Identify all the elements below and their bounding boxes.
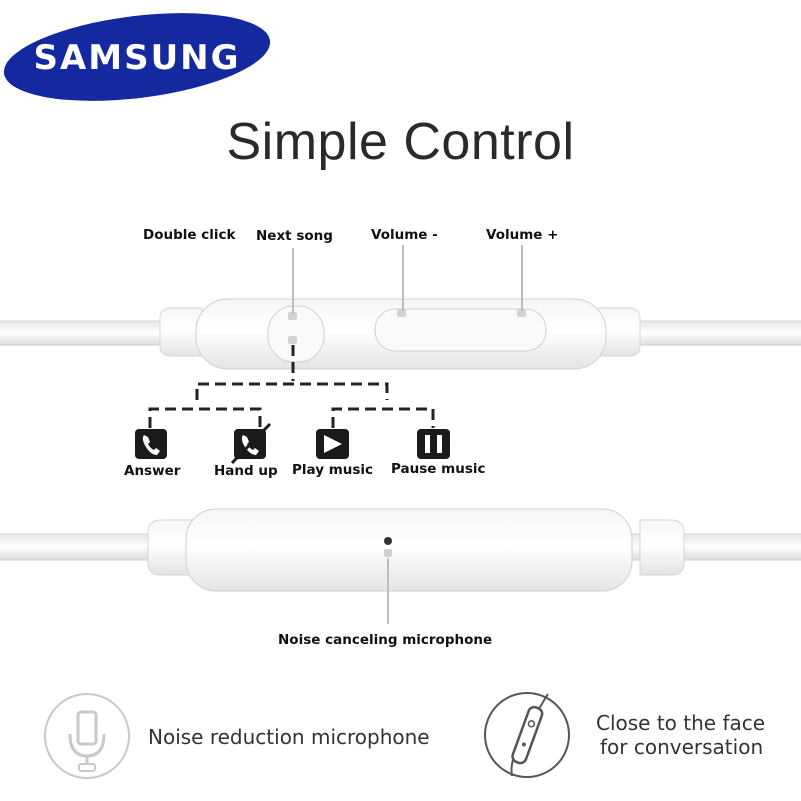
- center-button: [267, 305, 325, 363]
- page-title: Simple Control: [226, 113, 575, 171]
- volume-down-label: Volume -: [371, 227, 438, 243]
- lower-remote: [0, 508, 801, 624]
- hangup-label: Hand up: [214, 463, 278, 479]
- answer-icon: [135, 429, 167, 459]
- volume-up-label: Volume +: [486, 227, 559, 243]
- noise-reduction-caption: Noise reduction microphone: [148, 725, 430, 749]
- close-to-face-caption-line2: for conversation: [600, 735, 764, 759]
- next-song-label: Next song: [256, 228, 333, 244]
- mic-label: Noise canceling microphone: [278, 632, 493, 648]
- play-music-icon: [316, 429, 349, 459]
- mic-hole: [384, 537, 392, 545]
- double-click-label: Double click: [143, 227, 236, 243]
- hangup-icon: [230, 422, 272, 465]
- play-music-label: Play music: [292, 462, 374, 478]
- close-to-face-caption-line1: Close to the face: [596, 711, 766, 735]
- remote-feature-icon: [484, 692, 570, 778]
- volume-rocker: [374, 308, 547, 352]
- upper-remote: [0, 298, 801, 370]
- pause-music-icon: [417, 429, 450, 459]
- answer-label: Answer: [124, 463, 181, 479]
- pause-music-label: Pause music: [391, 461, 486, 477]
- mic-feature-icon: [44, 693, 130, 779]
